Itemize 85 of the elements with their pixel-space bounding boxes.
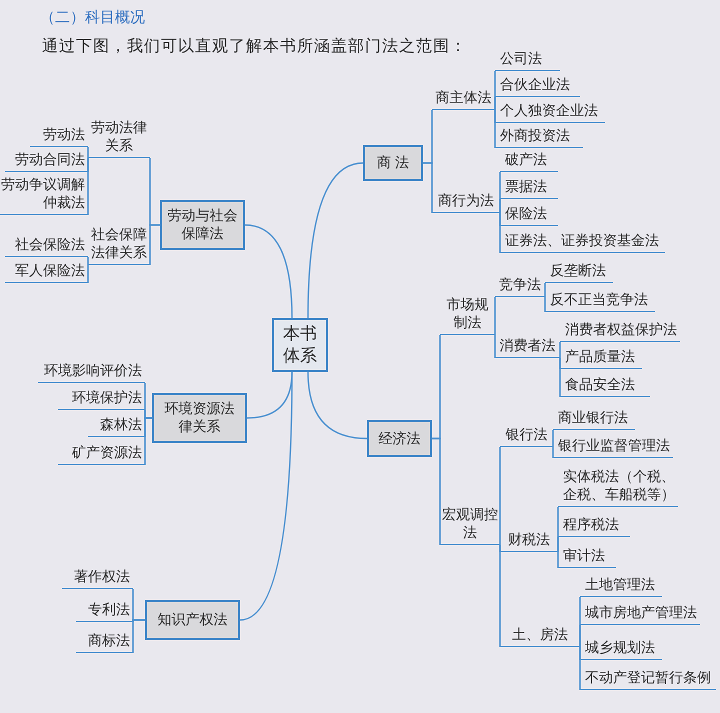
branch-label: 商主体法 [432, 88, 495, 110]
leaf-label: 著作权法 [62, 567, 133, 589]
bracket-line [557, 537, 559, 553]
bracket-line [552, 430, 554, 448]
branch-label: 劳动法律关系 [88, 116, 150, 158]
leaf-label: 专利法 [76, 600, 133, 622]
bracket-line [87, 157, 89, 215]
topic-box: 劳动与社会保障法 [160, 200, 245, 250]
topic-box: 知识产权法 [145, 600, 240, 640]
leaf-label: 劳动争议调解仲裁法 [0, 173, 88, 215]
bracket-line [87, 147, 89, 159]
leaf-label: 票据法 [500, 177, 558, 199]
leaf-label: 反不正当竞争法 [545, 290, 655, 312]
leaf-label: 证券法、证券投资基金法 [500, 231, 665, 253]
leaf-label: 城乡规划法 [580, 638, 662, 660]
bracket-line [544, 283, 546, 298]
branch-label: 土、房法 [500, 625, 580, 647]
curved-connector [307, 162, 364, 318]
bracket-line [132, 619, 145, 653]
bracket-line [499, 544, 501, 647]
leaf-label: 实体税法（个税、企税、车船税等） [558, 465, 678, 507]
bracket-line [552, 446, 554, 458]
bracket-line [494, 334, 496, 358]
leaf-label: 土地管理法 [580, 575, 662, 597]
leaf-label: 商业银行法 [553, 408, 635, 430]
topic-box: 商 法 [363, 145, 423, 181]
bracket-line [559, 357, 561, 397]
curved-connector [240, 372, 293, 621]
leaf-label: 环境保护法 [58, 388, 145, 410]
leaf-label: 消费者权益保护法 [560, 320, 680, 342]
leaf-label: 反垄断法 [545, 261, 613, 283]
bracket-line [499, 447, 501, 546]
branch-label: 市场规制法 [440, 293, 495, 335]
leaf-label: 环境影响评价法 [38, 361, 145, 383]
bracket-line [87, 264, 89, 283]
leaf-label: 军人保险法 [5, 261, 88, 283]
leaf-label: 程序税法 [558, 515, 630, 537]
leaf-label: 劳动合同法 [5, 150, 88, 172]
leaf-label: 商标法 [76, 631, 133, 653]
bracket-line [579, 625, 581, 648]
branch-label: 宏观调控法 [440, 503, 500, 545]
bracket-line [432, 438, 441, 545]
leaf-label: 保险法 [500, 204, 558, 226]
topic-box: 环境资源法律关系 [152, 393, 247, 443]
leaf-label: 合伙企业法 [495, 75, 580, 97]
branch-label: 银行法 [500, 425, 553, 447]
bracket-line [499, 212, 501, 253]
leaf-label: 不动产登记暂行条例 [580, 668, 716, 690]
bracket-line [499, 199, 501, 214]
leaf-label: 森林法 [88, 415, 145, 437]
bracket-line [144, 417, 152, 465]
bracket-line [149, 224, 160, 265]
bracket-line [87, 257, 89, 266]
bracket-line [544, 296, 546, 312]
bracket-line [494, 97, 496, 111]
leaf-label: 个人独资企业法 [495, 101, 605, 123]
curved-connector [246, 372, 293, 419]
leaf-label: 食品安全法 [560, 375, 650, 397]
branch-label: 商行为法 [432, 191, 500, 213]
intro-sentence: 通过下图，我们可以直观了解本书所涵盖部门法之范围： [42, 36, 467, 57]
bracket-line [494, 297, 496, 336]
section-heading: （二）科目概况 [40, 8, 145, 27]
leaf-label: 劳动法 [30, 125, 88, 147]
bracket-line [579, 646, 581, 690]
leaf-label: 银行业监督管理法 [553, 436, 673, 458]
leaf-label: 审计法 [558, 546, 616, 568]
branch-label: 社会保障法律关系 [88, 223, 150, 265]
leaf-label: 社会保险法 [5, 235, 88, 257]
branch-label: 财税法 [500, 530, 558, 552]
branch-label: 消费者法 [495, 336, 560, 358]
leaf-label: 产品质量法 [560, 347, 642, 369]
bracket-line [559, 342, 561, 359]
leaf-label: 矿产资源法 [58, 443, 145, 465]
curved-connector [307, 372, 368, 440]
curved-connector [244, 224, 293, 318]
leaf-label: 公司法 [495, 49, 560, 71]
leaf-label: 城市房地产管理法 [580, 603, 700, 625]
topic-box: 经济法 [367, 420, 432, 457]
root-box: 本书体系 [272, 318, 328, 372]
bracket-line [557, 551, 559, 568]
branch-label: 竞争法 [495, 275, 545, 297]
leaf-label: 破产法 [500, 150, 558, 172]
bracket-line [423, 162, 433, 213]
leaf-label: 外商投资法 [495, 126, 583, 148]
bracket-line [494, 109, 496, 148]
